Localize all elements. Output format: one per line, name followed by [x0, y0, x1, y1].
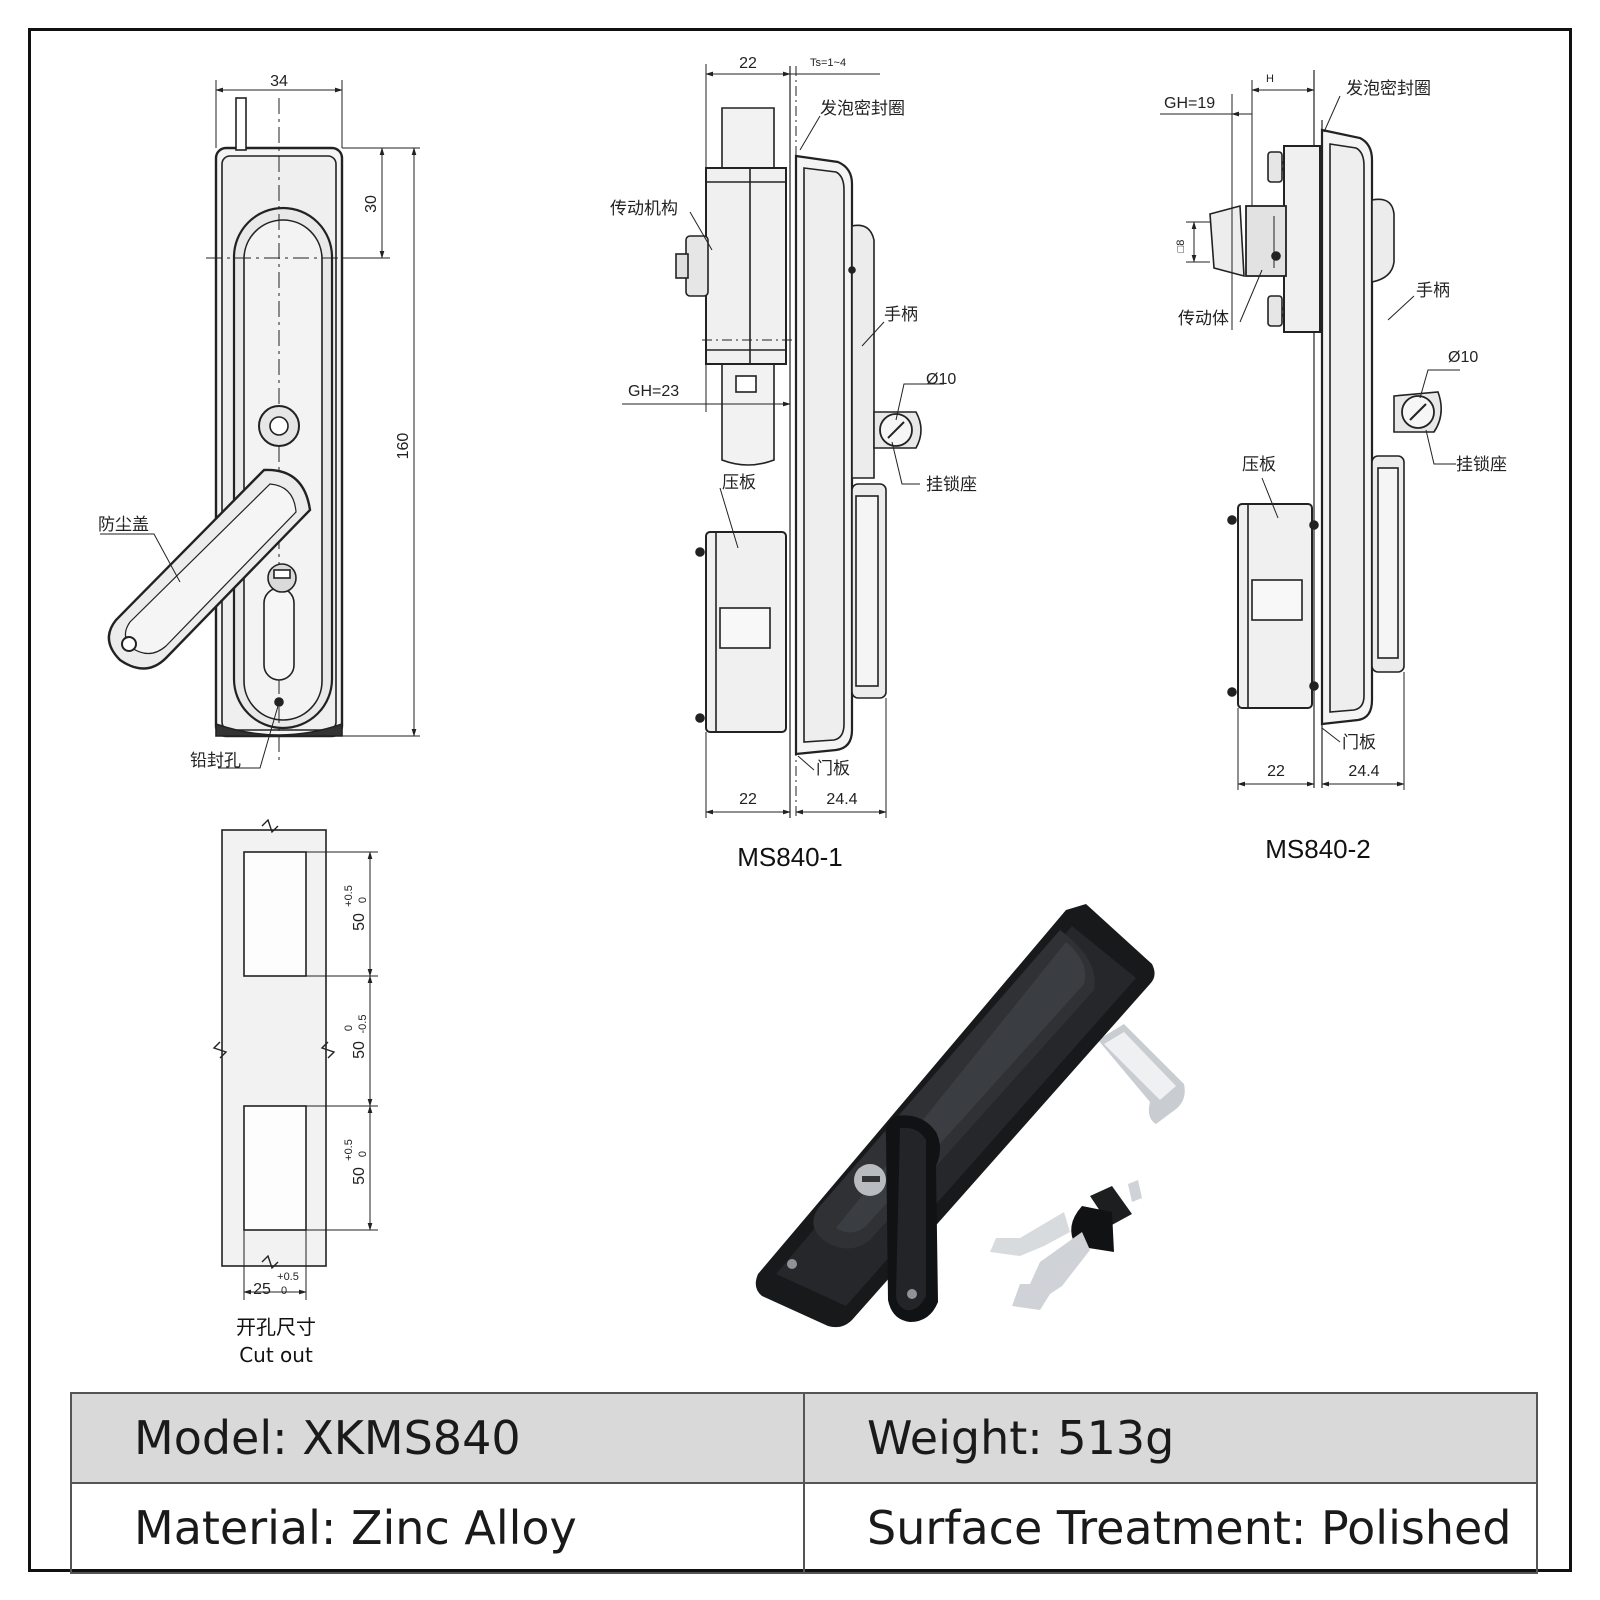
cutout-width-dim: 25 +0.5 0	[253, 1271, 299, 1298]
cutout-caption-cn: 开孔尺寸	[236, 1315, 316, 1339]
svg-text:-0.5: -0.5	[357, 1015, 369, 1034]
cutout-view	[212, 818, 378, 1300]
dim-h: H	[1266, 73, 1274, 85]
label-door-panel-1: 门板	[816, 759, 850, 779]
spec-table: Model: XKMS840 Weight: 513g Material: Zi…	[70, 1392, 1538, 1574]
spec-surface: Surface Treatment: Polished	[803, 1482, 1538, 1574]
spec-row-1: Model: XKMS840 Weight: 513g	[70, 1392, 1538, 1484]
spec-row-2: Material: Zinc Alloy Surface Treatment: …	[70, 1482, 1538, 1574]
label-press-plate-1: 压板	[722, 473, 756, 493]
svg-text:0: 0	[281, 1285, 287, 1297]
spec-weight: Weight: 513g	[803, 1392, 1538, 1484]
dim-dia-2: Ø10	[1448, 349, 1478, 366]
label-padlock-seat-1: 挂锁座	[926, 475, 977, 495]
dim-30: 30	[363, 195, 380, 213]
label-press-plate-2: 压板	[1242, 455, 1276, 475]
label-door-panel-2: 门板	[1342, 733, 1376, 753]
svg-text:0: 0	[343, 1025, 355, 1031]
label-drive-body: 传动体	[1178, 309, 1229, 329]
dim-22-bottom-2: 22	[1267, 763, 1285, 780]
cutout-dim-3: 50 +0.5 0	[343, 1139, 369, 1185]
spec-model: Model: XKMS840	[70, 1392, 805, 1484]
dim-34: 34	[270, 73, 288, 90]
cutout-caption-en: Cut out	[239, 1343, 313, 1367]
label-foam-seal-2: 发泡密封圈	[1346, 79, 1431, 99]
dim-24-4-1: 24.4	[826, 791, 857, 808]
label-foam-seal-1: 发泡密封圈	[820, 99, 905, 119]
label-handle-1: 手柄	[884, 305, 918, 325]
dim-22-top: 22	[739, 55, 757, 72]
label-padlock-seat-2: 挂锁座	[1456, 455, 1507, 475]
dim-22-bottom-1: 22	[739, 791, 757, 808]
cutout-dim-1: 50 +0.5 0	[343, 885, 369, 931]
ms840-1-view	[622, 64, 944, 818]
svg-text:25: 25	[253, 1281, 271, 1298]
label-seal-hole: 铅封孔	[190, 751, 241, 771]
dim-square-8: □8	[1175, 240, 1187, 253]
label-handle-2: 手柄	[1416, 281, 1450, 301]
dim-160: 160	[395, 433, 412, 460]
label-drive-mechanism: 传动机构	[610, 199, 678, 219]
model-title-1: MS840-1	[737, 842, 843, 872]
model-title-2: MS840-2	[1265, 834, 1371, 864]
dim-24-4-2: 24.4	[1348, 763, 1379, 780]
svg-text:0: 0	[357, 897, 369, 903]
svg-text:50: 50	[351, 913, 368, 931]
label-dust-cover: 防尘盖	[98, 515, 149, 535]
front-view	[100, 80, 420, 769]
product-photo	[755, 904, 1185, 1328]
ms840-2-view	[1160, 70, 1460, 790]
svg-text:0: 0	[357, 1151, 369, 1157]
dim-gh-23: GH=23	[628, 383, 679, 400]
svg-text:50: 50	[351, 1041, 368, 1059]
dim-gh-19: GH=19	[1164, 95, 1215, 112]
svg-text:+0.5: +0.5	[343, 885, 355, 907]
svg-text:+0.5: +0.5	[277, 1271, 299, 1283]
dim-dia-1: Ø10	[926, 371, 956, 388]
cutout-dim-2: 50 0 -0.5	[343, 1015, 369, 1059]
dim-ts: Ts=1~4	[810, 57, 846, 69]
svg-text:50: 50	[351, 1167, 368, 1185]
svg-text:+0.5: +0.5	[343, 1139, 355, 1161]
spec-material: Material: Zinc Alloy	[70, 1482, 805, 1574]
